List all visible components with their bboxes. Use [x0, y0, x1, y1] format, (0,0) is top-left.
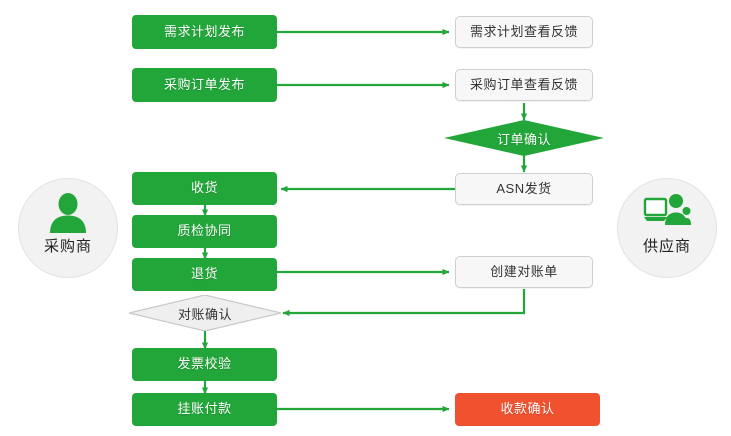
node-label: 收款确认	[500, 401, 555, 417]
diamond-shape	[444, 120, 604, 156]
node-payable-payment[interactable]: 挂账付款	[132, 393, 277, 426]
node-label: 发票校验	[177, 356, 232, 372]
people-computer-icon	[643, 194, 691, 225]
node-label: 采购订单发布	[163, 76, 245, 92]
node-label: 质检协同	[177, 223, 232, 239]
node-label: 对账确认	[177, 306, 232, 322]
node-return-goods[interactable]: 退货	[132, 258, 277, 291]
actor-supplier: 供应商	[617, 178, 717, 278]
node-po-publish[interactable]: 采购订单发布	[132, 68, 277, 102]
node-order-confirm[interactable]: 订单确认	[444, 120, 604, 156]
node-label: 需求计划查看反馈	[469, 23, 578, 39]
edge-statement-to-confirm	[282, 289, 526, 317]
actor-buyer: 采购商	[18, 178, 118, 278]
node-receipt-confirm[interactable]: 收款确认	[455, 393, 600, 426]
node-label: 采购订单查看反馈	[469, 76, 578, 92]
node-label: 需求计划发布	[163, 23, 245, 39]
node-label: ASN发货	[496, 180, 552, 196]
node-asn-shipment[interactable]: ASN发货	[455, 173, 593, 205]
node-invoice-verify[interactable]: 发票校验	[132, 348, 277, 381]
node-label: 创建对账单	[490, 263, 558, 279]
node-label: 挂账付款	[177, 401, 232, 417]
node-quality-collab[interactable]: 质检协同	[132, 215, 277, 248]
node-statement-confirm[interactable]: 对账确认	[128, 294, 282, 332]
node-po-review[interactable]: 采购订单查看反馈	[455, 69, 593, 101]
node-label: 订单确认	[496, 131, 551, 147]
node-demand-plan-publish[interactable]: 需求计划发布	[132, 15, 277, 49]
actor-buyer-label: 采购商	[43, 238, 92, 255]
node-demand-plan-review[interactable]: 需求计划查看反馈	[455, 16, 593, 48]
node-label: 收货	[190, 180, 218, 196]
actor-supplier-label: 供应商	[642, 238, 691, 255]
node-create-statement[interactable]: 创建对账单	[455, 256, 593, 288]
person-icon	[50, 193, 86, 233]
node-label: 退货	[190, 266, 218, 282]
node-goods-receipt[interactable]: 收货	[132, 172, 277, 205]
